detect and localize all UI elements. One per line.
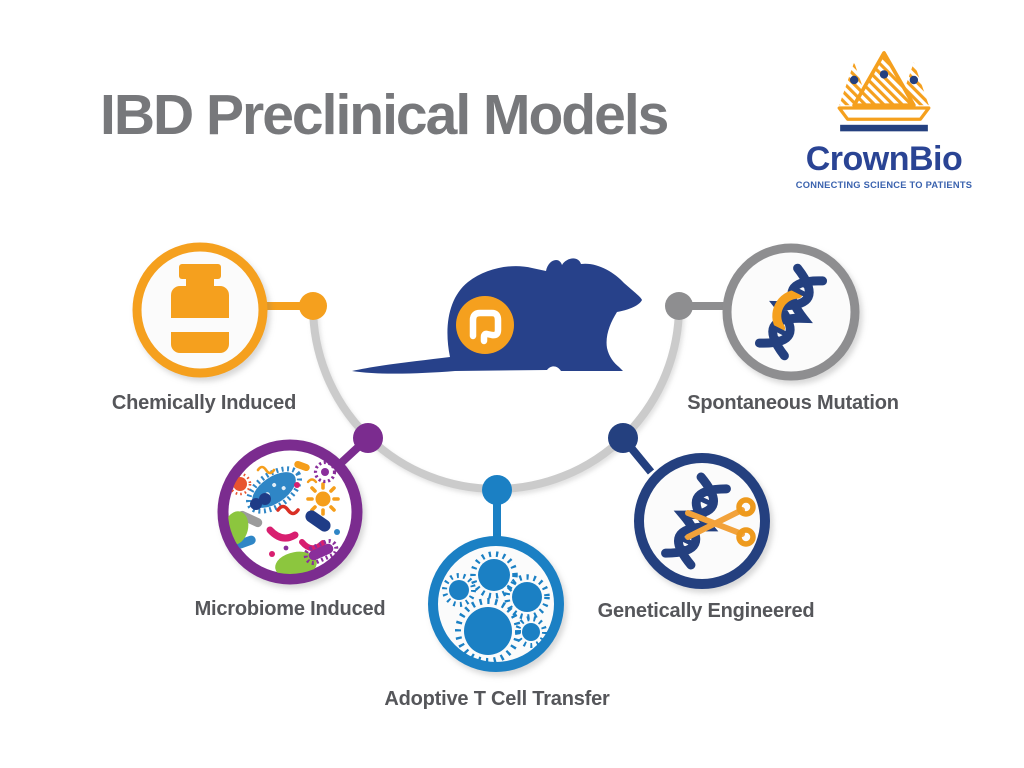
node-spontaneous-mutation — [722, 243, 860, 381]
logo-wordmark: CrownBio — [805, 140, 963, 178]
node-microbiome-induced — [217, 439, 363, 585]
dna-helix-icon — [754, 263, 828, 361]
pill-bottle-icon — [171, 264, 229, 353]
label-chemically-induced: Chemically Induced — [111, 392, 297, 414]
crownbio-logo: CrownBio CONNECTING SCIENCE TO PATIENTS — [795, 48, 973, 190]
dna-scissors-icon — [661, 472, 756, 570]
node-genetically-engineered — [634, 453, 770, 589]
logo-tagline: CONNECTING SCIENCE TO PATIENTS — [795, 180, 973, 190]
label-adoptive-t-cell-transfer: Adoptive T Cell Transfer — [384, 688, 610, 710]
label-spontaneous-mutation: Spontaneous Mutation — [687, 392, 899, 414]
scissors-icon — [685, 497, 756, 547]
crown-icon — [837, 51, 931, 132]
label-genetically-engineered: Genetically Engineered — [597, 600, 815, 622]
mouse-icon — [352, 258, 642, 374]
t-cells-icon — [442, 551, 550, 664]
node-adoptive-t-cell-transfer — [428, 536, 564, 672]
node-connectors — [265, 292, 726, 540]
node-chemically-induced — [132, 242, 268, 378]
colon-badge — [456, 296, 514, 354]
label-microbiome-induced: Microbiome Induced — [194, 598, 386, 620]
page-title: IBD Preclinical Models — [100, 83, 669, 147]
colon-icon — [469, 309, 502, 345]
